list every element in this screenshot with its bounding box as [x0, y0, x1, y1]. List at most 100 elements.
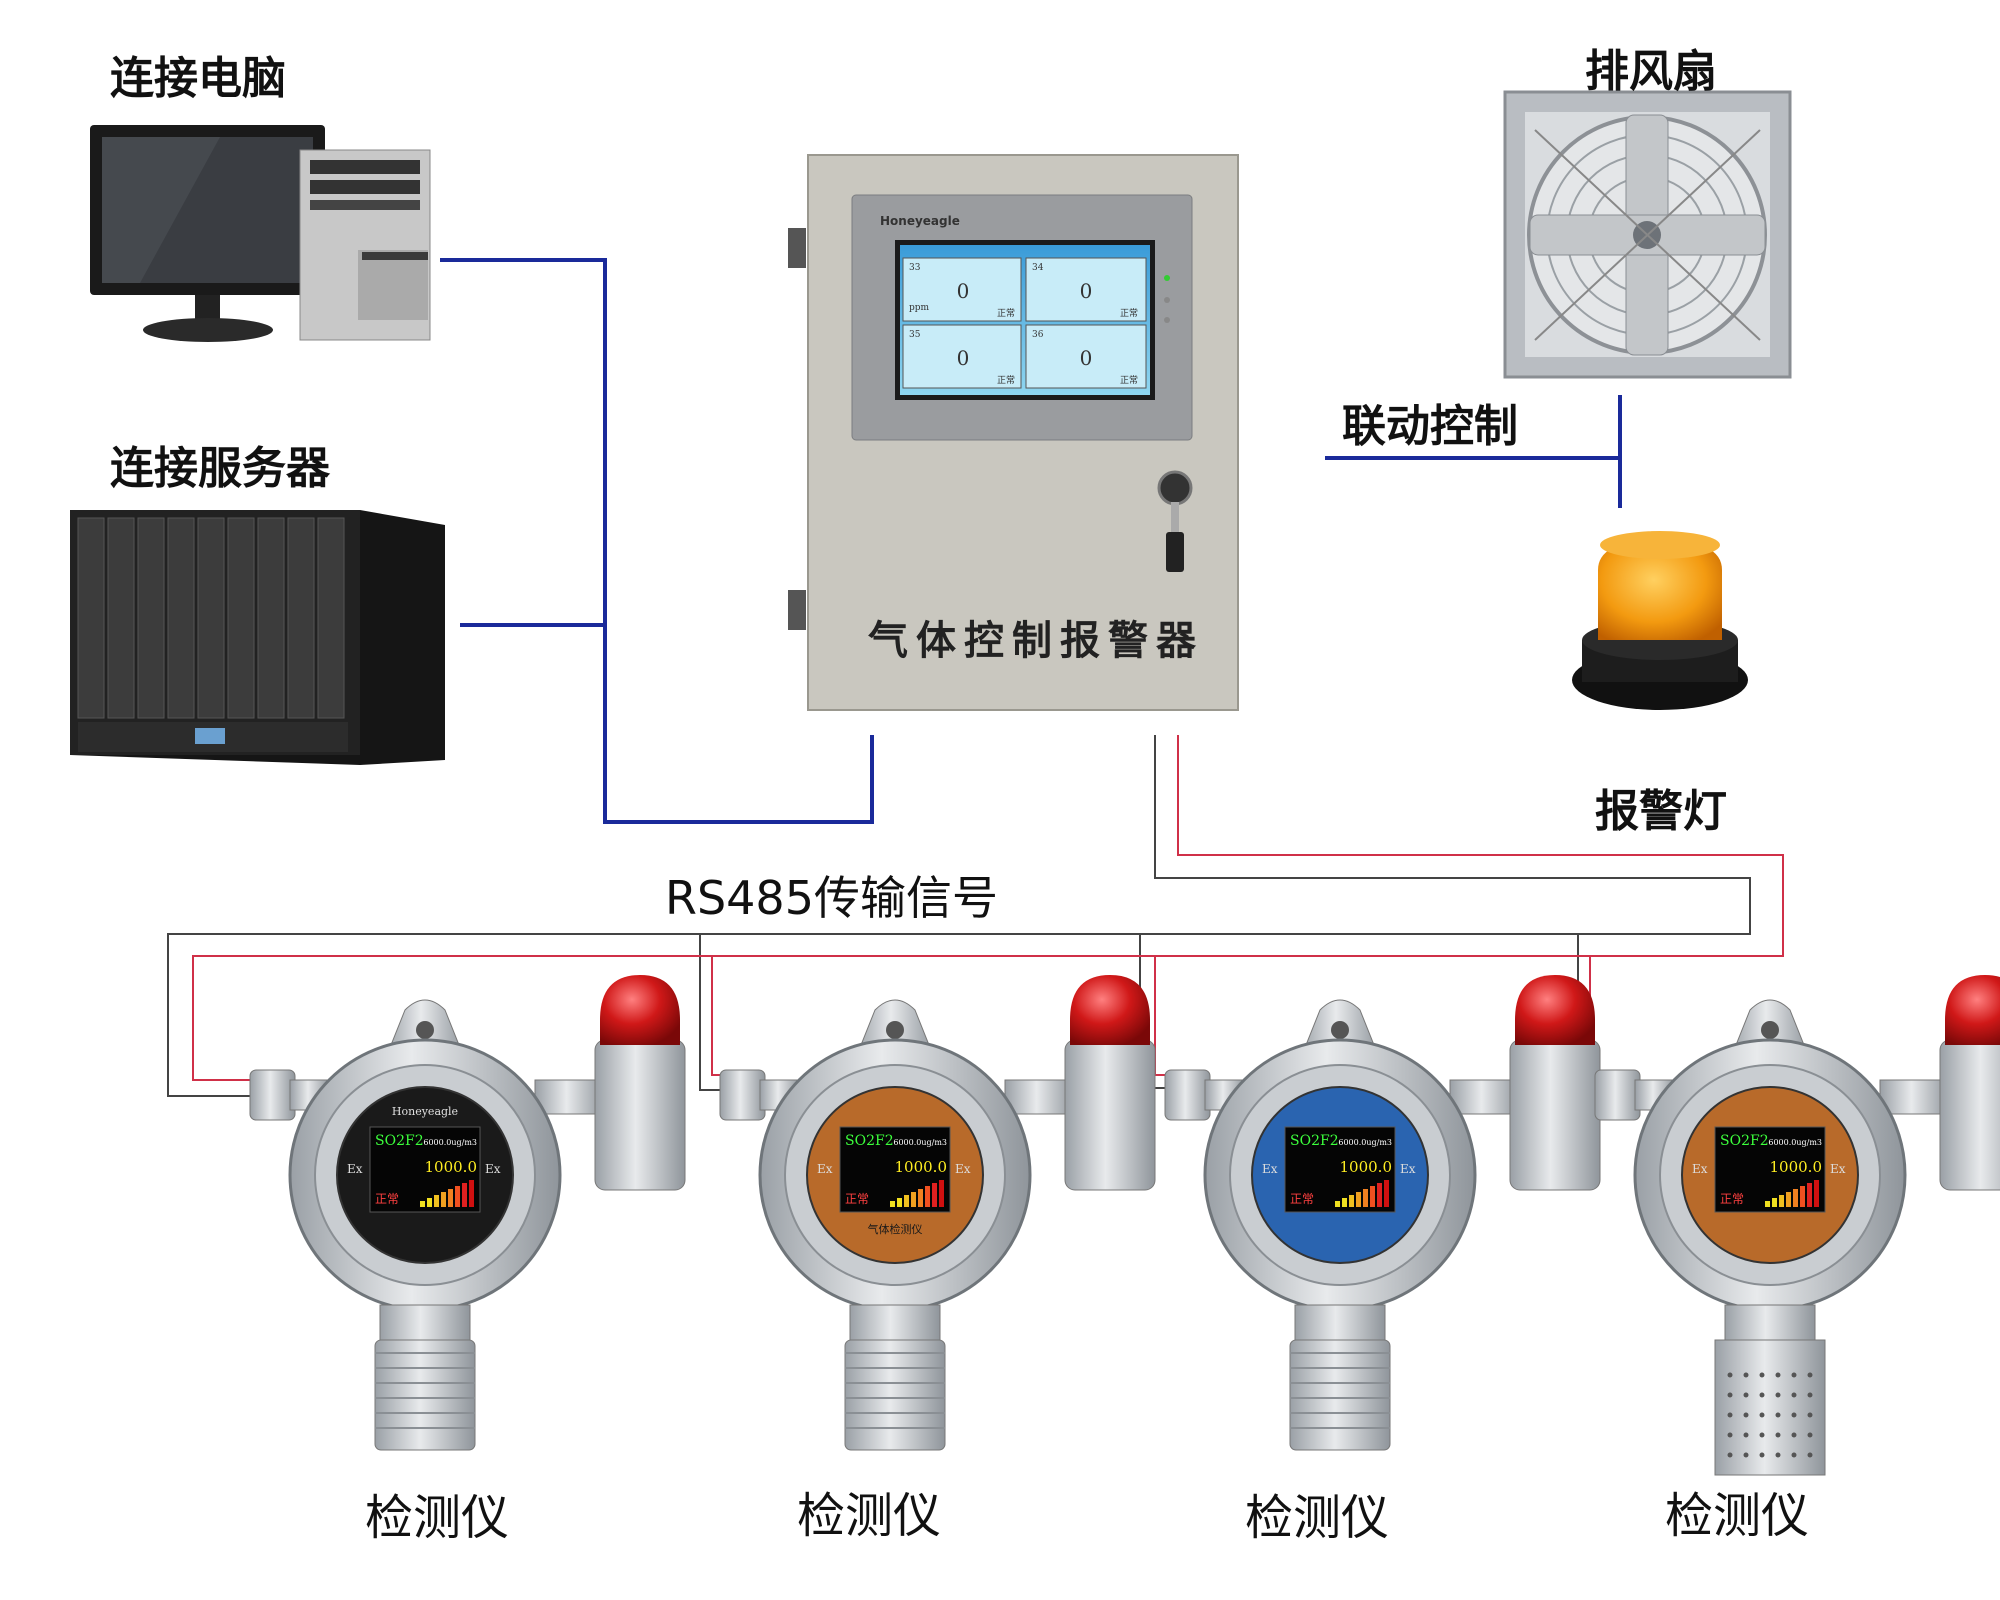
- screen-cell-status: 正常: [997, 374, 1015, 386]
- sensor-vent-hole: [1775, 1452, 1781, 1458]
- sensor-vent-hole: [1743, 1412, 1749, 1418]
- detector-brand: Honeyeagle: [392, 1105, 458, 1118]
- detector-label-2: 检测仪: [797, 1488, 942, 1544]
- mounting-hole: [416, 1021, 434, 1039]
- inlet-fitting: [719, 1069, 766, 1121]
- sensor-vent-hole: [1775, 1392, 1781, 1398]
- detector-neck: [1294, 1304, 1386, 1346]
- ex-mark-right: Ex: [955, 1162, 971, 1176]
- ex-mark-right: Ex: [485, 1162, 501, 1176]
- sensor-head: [844, 1339, 946, 1451]
- controller-cabinet: [788, 154, 1239, 711]
- sensor-vent-hole: [1791, 1372, 1797, 1378]
- sensor-vent-hole: [1759, 1432, 1765, 1438]
- detector-level-bar: [1779, 1195, 1784, 1207]
- alarm-light-illustration: [1572, 531, 1748, 710]
- sensor-vent-hole: [1743, 1372, 1749, 1378]
- sensor-vent-hole: [1791, 1392, 1797, 1398]
- beacon-arm: [534, 1079, 606, 1115]
- detector-level-bar: [1793, 1189, 1798, 1207]
- detector-level-bar: [441, 1192, 446, 1207]
- computer-illustration: [90, 125, 431, 342]
- detector-status: 正常: [845, 1192, 869, 1206]
- sensor-vent-hole: [1807, 1372, 1813, 1378]
- detector-level-bar: [1363, 1189, 1368, 1207]
- red-beacon-icon: [600, 975, 680, 1045]
- inlet-fitting: [1594, 1069, 1641, 1121]
- detector-level-bar: [455, 1186, 460, 1207]
- beacon-body: [1509, 1039, 1601, 1191]
- detector-name: 气体检测仪: [868, 1222, 923, 1236]
- detector-status: 正常: [1720, 1192, 1744, 1206]
- screen-cell-status: 正常: [997, 307, 1015, 319]
- detector-lcd: [839, 1126, 951, 1213]
- sensor-vent-hole: [1807, 1412, 1813, 1418]
- detector-level-bar: [897, 1198, 902, 1207]
- computer-label: 连接电脑: [110, 53, 286, 104]
- mounting-hole: [886, 1021, 904, 1039]
- detector-level-bar: [1814, 1180, 1819, 1207]
- detector-lcd: [1714, 1126, 1826, 1213]
- fan-label: 排风扇: [1585, 46, 1717, 97]
- sensor-vent-hole: [1759, 1452, 1765, 1458]
- sensor-vent-hole: [1775, 1372, 1781, 1378]
- detector-status: 正常: [1290, 1192, 1314, 1206]
- detector-gas-label: SO2F2: [1720, 1133, 1769, 1149]
- detector-label-1: 检测仪: [365, 1490, 510, 1546]
- screen-cell-value: 0: [957, 346, 970, 370]
- detector-level-bar: [434, 1195, 439, 1207]
- sensor-vent-hole: [1807, 1452, 1813, 1458]
- detector-gas-label: SO2F2: [1290, 1133, 1339, 1149]
- sensor-vent-hole: [1727, 1392, 1733, 1398]
- red-beacon-icon: [1515, 975, 1595, 1045]
- sensor-vent-hole: [1759, 1412, 1765, 1418]
- detector-level-bar: [890, 1201, 895, 1207]
- beacon-body: [1939, 1039, 2000, 1191]
- detector-level-bar: [1370, 1186, 1375, 1207]
- detector-neck: [1724, 1304, 1816, 1346]
- detector-reading: 1000.0: [1770, 1158, 1823, 1176]
- sensor-vent-hole: [1759, 1372, 1765, 1378]
- mounting-hole: [1761, 1021, 1779, 1039]
- ex-mark-right: Ex: [1400, 1162, 1416, 1176]
- controller-brand: Honeyeagle: [880, 214, 960, 228]
- detector-reading: 1000.0: [425, 1158, 478, 1176]
- detector-lcd: [369, 1126, 481, 1213]
- detector-range: 6000.0ug/m3: [1338, 1138, 1392, 1147]
- detector-range: 6000.0ug/m3: [423, 1138, 477, 1147]
- beacon-body: [1064, 1039, 1156, 1191]
- detector-neck: [849, 1304, 941, 1346]
- detector-range: 6000.0ug/m3: [1768, 1138, 1822, 1147]
- detector-level-bar: [420, 1201, 425, 1207]
- detector-reading: 1000.0: [895, 1158, 948, 1176]
- ex-mark-left: Ex: [1692, 1162, 1708, 1176]
- detector-level-bar: [1765, 1201, 1770, 1207]
- sensor-vent-hole: [1727, 1372, 1733, 1378]
- detector-level-bar: [1772, 1198, 1777, 1207]
- detector-neck: [379, 1304, 471, 1346]
- detector-label-4: 检测仪: [1665, 1488, 1810, 1544]
- screen-cell-channel: 36: [1032, 330, 1044, 340]
- detector-level-bar: [932, 1183, 937, 1207]
- ex-mark-left: Ex: [347, 1162, 363, 1176]
- red-beacon-icon: [1070, 975, 1150, 1045]
- sensor-head: [1714, 1339, 1826, 1476]
- server-illustration: [70, 510, 445, 765]
- sensor-vent-hole: [1743, 1392, 1749, 1398]
- inlet-fitting: [249, 1069, 296, 1121]
- detector-level-bar: [448, 1189, 453, 1207]
- sensor-vent-hole: [1791, 1432, 1797, 1438]
- sensor-vent-hole: [1775, 1432, 1781, 1438]
- ex-mark-right: Ex: [1830, 1162, 1846, 1176]
- screen-cell-unit: ppm: [909, 303, 930, 313]
- sensor-vent-hole: [1775, 1412, 1781, 1418]
- sensor-head: [1289, 1339, 1391, 1451]
- detector-level-bar: [1335, 1201, 1340, 1207]
- detector-range: 6000.0ug/m3: [893, 1138, 947, 1147]
